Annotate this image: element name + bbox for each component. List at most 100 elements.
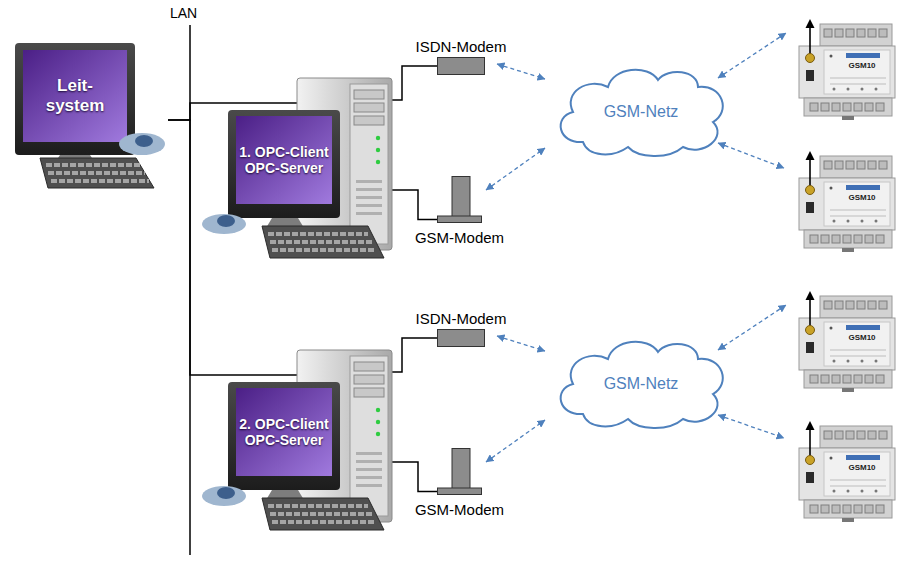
gsm10-module-illustration-part bbox=[830, 350, 886, 351]
modem-label: GSM-Modem bbox=[415, 229, 504, 246]
gsm10-module-illustration-part bbox=[865, 235, 873, 243]
computer-illustration-part bbox=[51, 179, 149, 183]
gsm10-module-illustration-part bbox=[833, 360, 836, 363]
screen-text: Leit- system bbox=[29, 76, 121, 115]
isdn-modem: ISDN-Modem bbox=[437, 57, 485, 75]
gsm10-module-illustration-part bbox=[843, 235, 851, 243]
gsm10-module-illustration-part bbox=[824, 182, 890, 226]
modem-cable bbox=[395, 462, 437, 492]
radio-link bbox=[718, 143, 784, 168]
gsm10-module-illustration-part bbox=[876, 103, 884, 111]
computer-illustration-part bbox=[354, 103, 384, 112]
gsm10-module-illustration-part bbox=[804, 230, 892, 248]
computer-illustration-part bbox=[217, 487, 235, 499]
computer-illustration-part bbox=[350, 84, 388, 244]
gsm10-module-illustration-part bbox=[835, 161, 843, 169]
computer-illustration-part bbox=[356, 188, 382, 191]
gsm10-module-illustration-part bbox=[861, 220, 864, 223]
computer-illustration-part bbox=[376, 420, 380, 424]
computer-illustration-part bbox=[272, 248, 376, 252]
computer-illustration-part bbox=[272, 520, 376, 524]
computer-illustration-part bbox=[200, 102, 297, 104]
gsm10-module: GSM10 bbox=[798, 420, 896, 522]
gsm10-module-illustration-part bbox=[868, 29, 876, 37]
gsm10-module-illustration-part bbox=[879, 161, 887, 169]
gsm10-module-illustration-part bbox=[835, 301, 843, 309]
gsm10-module-illustration-part bbox=[854, 235, 862, 243]
gsm10-module-illustration-part bbox=[842, 518, 854, 522]
gsm10-module-illustration-part bbox=[865, 505, 873, 513]
gsm10-module-illustration-part bbox=[806, 342, 814, 353]
module-name: GSM10 bbox=[848, 333, 875, 342]
isdn-modem: ISDN-Modem bbox=[437, 329, 485, 347]
gsm10-module-illustration-part bbox=[804, 500, 892, 518]
gsm10-module-illustration-part bbox=[847, 360, 850, 363]
computer-illustration-part bbox=[270, 512, 372, 516]
computer-illustration-part bbox=[40, 158, 154, 188]
gsm10-module-illustration-part bbox=[810, 375, 818, 383]
gsm10-module-illustration bbox=[798, 150, 896, 252]
modem-label: GSM-Modem bbox=[415, 501, 504, 518]
gsm10-module-illustration-part bbox=[806, 70, 814, 81]
computer-illustration-part bbox=[356, 212, 382, 215]
gsm-network-cloud: GSM-Netz bbox=[553, 62, 730, 158]
radio-link bbox=[718, 305, 786, 350]
gsm10-module-illustration-part bbox=[806, 291, 815, 300]
gsm10-module-illustration-part bbox=[846, 185, 880, 190]
screen-text: 1. OPC-Client OPC-Server bbox=[239, 144, 329, 176]
gsm10-module-illustration-part bbox=[806, 421, 815, 430]
computer-illustration-part bbox=[376, 408, 380, 412]
gsm10-module-illustration-part bbox=[846, 161, 854, 169]
network-label: LAN bbox=[170, 5, 197, 21]
gsm10-module-illustration-part bbox=[824, 431, 832, 439]
gsm10-module-illustration-part bbox=[810, 235, 818, 243]
gsm10-module-illustration-part bbox=[868, 161, 876, 169]
gsm10-module: GSM10 bbox=[798, 18, 896, 120]
gsm10-module-illustration-part bbox=[876, 235, 884, 243]
gsm10-module-illustration-part bbox=[847, 88, 850, 91]
computer-illustration-part bbox=[135, 135, 153, 147]
gsm10-module: GSM10 bbox=[798, 290, 896, 392]
gsm10-module-illustration-part bbox=[879, 431, 887, 439]
gsm10-module-illustration-part bbox=[865, 375, 873, 383]
gsm10-module-illustration-part bbox=[806, 186, 815, 195]
gsm10-module-illustration-part bbox=[830, 457, 833, 460]
computer-illustration-part bbox=[268, 232, 368, 236]
gsm10-module-illustration-part bbox=[806, 456, 815, 465]
computer-illustration-part bbox=[23, 50, 127, 142]
gsm10-module-illustration-part bbox=[824, 301, 832, 309]
gsm10-module-illustration-part bbox=[876, 375, 884, 383]
gsm10-module-illustration-part bbox=[830, 486, 886, 487]
gsm10-module-illustration-part bbox=[806, 19, 815, 28]
gsm10-module: GSM10 bbox=[798, 150, 896, 252]
computer-illustration-part bbox=[356, 452, 382, 455]
gsm10-module-illustration-part bbox=[875, 220, 878, 223]
gsm10-module-illustration-part bbox=[806, 202, 814, 213]
opc-server-computer: 2. OPC-Client OPC-Server bbox=[200, 348, 395, 534]
gsm10-module-illustration-part bbox=[835, 431, 843, 439]
gsm10-module-illustration-part bbox=[830, 187, 833, 190]
radio-link bbox=[486, 420, 545, 462]
gsm10-module-illustration-part bbox=[843, 375, 851, 383]
gsm10-module-illustration-part bbox=[799, 178, 895, 230]
gsm10-module-illustration-part bbox=[843, 505, 851, 513]
gsm10-module-illustration-part bbox=[830, 216, 886, 217]
gsm10-module-illustration-part bbox=[820, 426, 892, 448]
control-system-computer: Leit- system bbox=[8, 38, 168, 192]
gsm10-module-illustration bbox=[798, 420, 896, 522]
gsm-network-cloud: GSM-Netz bbox=[553, 334, 730, 430]
module-name: GSM10 bbox=[848, 61, 875, 70]
gsm10-module-illustration-part bbox=[809, 299, 811, 326]
gsm10-module-illustration-part bbox=[806, 151, 815, 160]
gsm10-module-illustration-part bbox=[799, 448, 895, 500]
gsm10-module-illustration-part bbox=[854, 103, 862, 111]
radio-link bbox=[718, 33, 786, 78]
computer-illustration-part bbox=[356, 180, 382, 183]
computer-illustration-part bbox=[376, 136, 380, 140]
modem-cable bbox=[395, 190, 437, 220]
computer-illustration-part bbox=[356, 484, 382, 487]
gsm10-module-illustration-part bbox=[846, 431, 854, 439]
gsm10-module-illustration-part bbox=[832, 375, 840, 383]
gsm10-module-illustration-part bbox=[833, 88, 836, 91]
